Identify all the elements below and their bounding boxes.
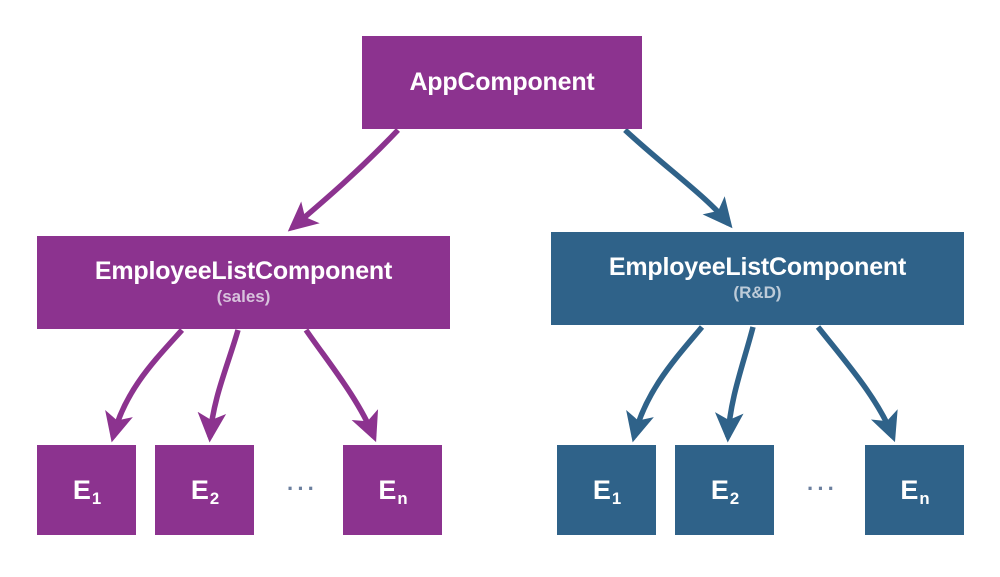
node-employee-rnd-2[interactable]: E2 xyxy=(675,445,774,535)
node-employee-rnd-1[interactable]: E1 xyxy=(557,445,656,535)
node-employee-rnd-n[interactable]: En xyxy=(865,445,964,535)
edge-app-to-sales xyxy=(287,128,400,232)
node-employee-sales-n-label: En xyxy=(378,474,408,508)
node-employee-sales-2[interactable]: E2 xyxy=(155,445,254,535)
node-app-component[interactable]: AppComponent xyxy=(362,36,642,129)
node-employee-sales-1-label: E1 xyxy=(72,474,102,508)
edge-rnd-to-e2 xyxy=(714,326,756,443)
node-employee-rnd-2-label: E2 xyxy=(710,474,740,508)
node-app-component-label: AppComponent xyxy=(409,67,595,96)
edge-sales-to-e1 xyxy=(105,328,185,443)
node-employee-list-rnd-label: EmployeeListComponent xyxy=(608,253,907,282)
node-employee-list-sales-label: EmployeeListComponent xyxy=(94,257,393,286)
node-employee-list-rnd-sublabel: (R&D) xyxy=(733,282,782,302)
node-employee-rnd-1-label: E1 xyxy=(592,474,622,508)
ellipsis-sales: ··· xyxy=(287,476,318,501)
edge-sales-to-e2 xyxy=(197,329,241,443)
node-employee-list-sales[interactable]: EmployeeListComponent (sales) xyxy=(37,236,450,329)
node-employee-list-rnd[interactable]: EmployeeListComponent (R&D) xyxy=(551,232,964,325)
node-employee-rnd-n-label: En xyxy=(900,474,930,508)
edge-app-to-rnd xyxy=(623,127,733,229)
ellipsis-rnd: ··· xyxy=(807,476,838,501)
edge-rnd-to-e1 xyxy=(626,325,705,443)
node-employee-sales-n[interactable]: En xyxy=(343,445,442,535)
node-employee-list-sales-sublabel: (sales) xyxy=(216,286,271,306)
node-employee-sales-2-label: E2 xyxy=(190,474,220,508)
edge-sales-to-en xyxy=(303,328,379,443)
node-employee-sales-1[interactable]: E1 xyxy=(37,445,136,535)
edge-rnd-to-en xyxy=(815,325,898,443)
